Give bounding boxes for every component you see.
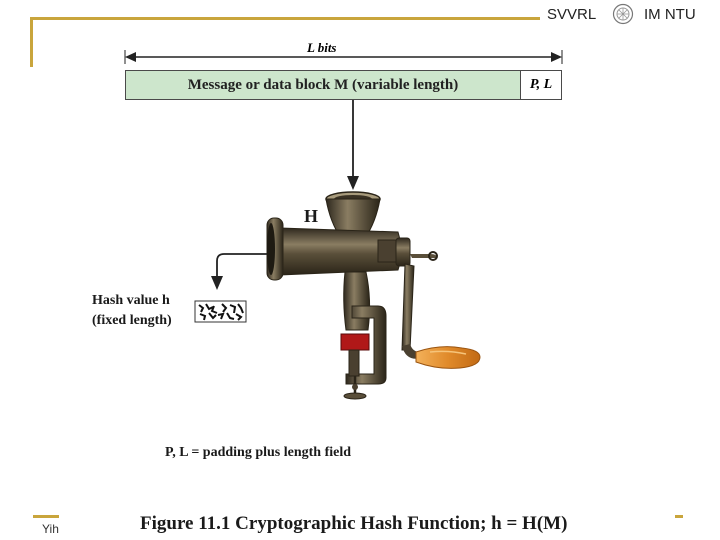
frame-bottom-left-line [33, 515, 59, 518]
frame-top-line [30, 17, 540, 20]
hash-value-line1: Hash value h [92, 293, 170, 308]
hash-value-box [194, 300, 247, 323]
message-block: Message or data block M (variable length… [125, 70, 521, 100]
padding-note: P, L = padding plus length field [165, 445, 352, 460]
header-right-text: IM NTU [644, 6, 696, 23]
frame-bottom-right-line [675, 515, 683, 518]
padding-length-block: P, L [520, 70, 562, 100]
output-arrow [211, 253, 267, 290]
meat-grinder-illustration [266, 191, 481, 400]
hash-function-label: H [304, 206, 319, 226]
width-dimension-arrow [124, 50, 563, 64]
hash-value-label: Hash value h (fixed length) [92, 291, 172, 331]
university-seal-icon [612, 3, 634, 25]
hash-value-line2: (fixed length) [92, 313, 172, 328]
header-left-text: SVVRL [547, 6, 597, 23]
input-arrow [347, 100, 359, 190]
figure-caption: Figure 11.1 Cryptographic Hash Function;… [140, 513, 568, 534]
width-label: L bits [307, 40, 337, 55]
footer-author: Yih [42, 522, 59, 536]
frame-left-line [30, 17, 33, 67]
